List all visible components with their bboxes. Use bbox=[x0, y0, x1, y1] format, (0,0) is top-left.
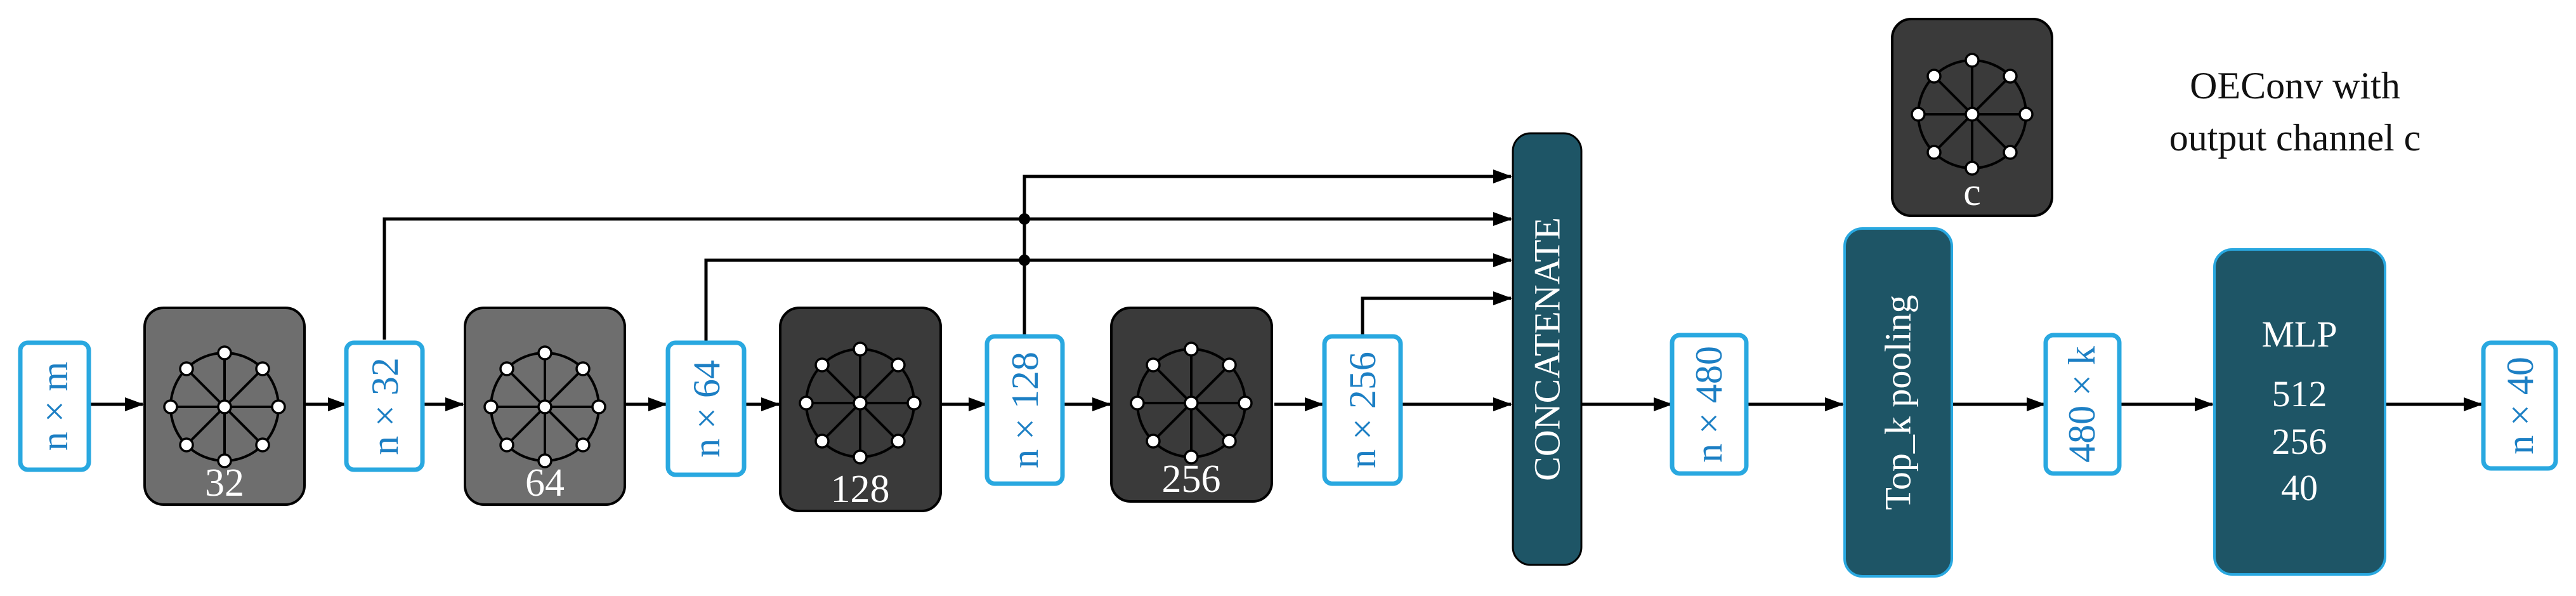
graph-icon bbox=[483, 345, 606, 468]
mlp-layer-1: 512 bbox=[2272, 373, 2327, 414]
dim-box-n64: n × 64 bbox=[665, 340, 747, 477]
dim-label-480k: 480 × k bbox=[2061, 346, 2103, 463]
dim-box-input: n × m bbox=[18, 340, 91, 472]
graph-icon bbox=[1911, 53, 2034, 176]
junction-dot bbox=[1019, 213, 1030, 225]
dim-box-480k: 480 × k bbox=[2043, 333, 2122, 476]
mlp-layer-3: 40 bbox=[2281, 467, 2318, 508]
dim-box-n256: n × 256 bbox=[1322, 334, 1403, 486]
skip-connection-256 bbox=[1361, 291, 1512, 336]
dim-label-n40: n × 40 bbox=[2499, 357, 2541, 454]
mlp-block: MLP 512 256 40 bbox=[2213, 248, 2386, 576]
mlp-layer-2: 256 bbox=[2272, 421, 2327, 462]
dim-box-n40: n × 40 bbox=[2481, 340, 2558, 471]
dim-box-n480: n × 480 bbox=[1670, 333, 1749, 476]
oeconv-channel-label: 128 bbox=[831, 468, 890, 511]
dim-label-n32: n × 32 bbox=[364, 357, 406, 455]
graph-icon bbox=[1130, 341, 1253, 465]
concatenate-block: CONCATENATE bbox=[1512, 132, 1583, 566]
dim-label-n256: n × 256 bbox=[1342, 352, 1383, 468]
oeconv-channel-label: 32 bbox=[205, 461, 244, 505]
dim-label-n128: n × 128 bbox=[1004, 352, 1046, 468]
concatenate-label: CONCATENATE bbox=[1527, 217, 1568, 481]
dim-label-input: n × m bbox=[34, 362, 75, 451]
legend: c OEConv with output channel c bbox=[1891, 18, 2421, 217]
dim-box-n128: n × 128 bbox=[984, 334, 1065, 486]
dim-box-n32: n × 32 bbox=[344, 340, 425, 472]
oeconv-channel-label: 256 bbox=[1162, 458, 1221, 501]
skip-connection-64 bbox=[704, 253, 1512, 345]
graph-icon bbox=[799, 341, 922, 465]
graph-icon bbox=[163, 345, 286, 468]
dim-label-n480: n × 480 bbox=[1688, 346, 1730, 463]
skip-connection-128 bbox=[1023, 169, 1512, 336]
legend-text-line-2: output channel c bbox=[2169, 117, 2421, 159]
oeconv-channel-label: 64 bbox=[525, 461, 565, 505]
oeconv-block-256: 256 bbox=[1110, 307, 1273, 503]
dim-label-n64: n × 64 bbox=[686, 360, 728, 458]
pooling-label: Top_k pooling bbox=[1878, 295, 1919, 510]
oeconv-block-32: 32 bbox=[143, 307, 306, 506]
mlp-title: MLP bbox=[2261, 314, 2337, 355]
junction-dot bbox=[1019, 255, 1030, 266]
oeconv-block-128: 128 bbox=[779, 307, 942, 512]
legend-oeconv-block: c bbox=[1891, 18, 2053, 217]
legend-text-line-1: OEConv with bbox=[2190, 65, 2400, 107]
skip-connections bbox=[382, 169, 1512, 345]
pooling-block: Top_k pooling bbox=[1843, 227, 1953, 578]
legend-channel-symbol: c bbox=[1963, 171, 1981, 214]
skip-connection-32 bbox=[382, 212, 1512, 340]
oeconv-block-64: 64 bbox=[464, 307, 626, 506]
